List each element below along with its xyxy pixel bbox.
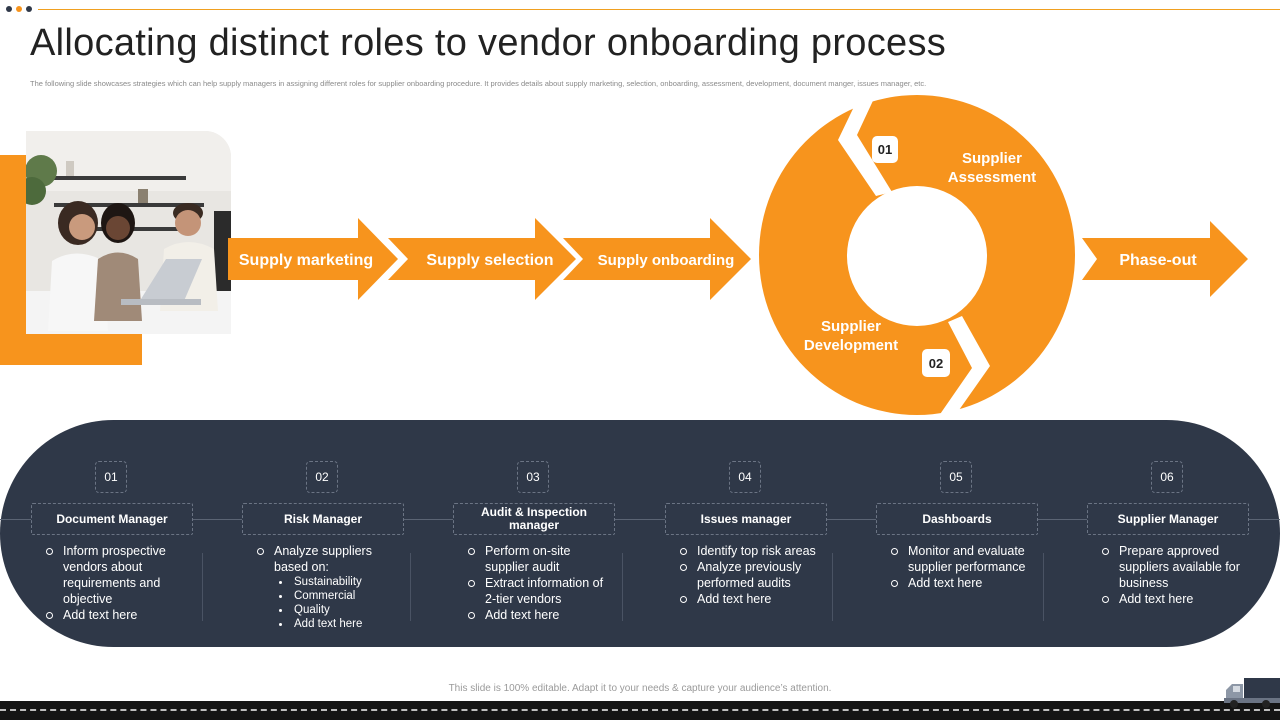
list-item: Add text here: [45, 607, 193, 623]
cycle-label: Supplier: [821, 318, 881, 335]
role-number: 06: [1151, 461, 1183, 493]
roles-panel: [0, 420, 1280, 647]
sub-list-item: Quality: [276, 603, 404, 617]
role-title: Risk Manager: [242, 503, 404, 535]
onboarding-flow: Supply marketing Supply selection Supply…: [228, 90, 1248, 420]
page-title: Allocating distinct roles to vendor onbo…: [30, 22, 947, 64]
role-number: 05: [940, 461, 972, 493]
header-dot: [26, 6, 32, 12]
role-items: Inform prospective vendors about require…: [45, 543, 193, 623]
flow-arrow-phase-out: [1082, 221, 1248, 297]
column-divider: [202, 553, 203, 621]
sub-list-item: Sustainability: [276, 575, 404, 589]
role-items: Analyze suppliers based on: Sustainabili…: [256, 543, 404, 631]
roles-connector: [0, 519, 1280, 520]
footer-note: This slide is 100% editable. Adapt it to…: [448, 683, 832, 694]
column-divider: [410, 553, 411, 621]
list-item: Add text here: [467, 607, 615, 623]
role-number: 02: [306, 461, 338, 493]
column-divider: [832, 553, 833, 621]
header-dot: [6, 6, 12, 12]
accent-bar: [0, 155, 26, 365]
sub-list-item: Commercial: [276, 589, 404, 603]
team-meeting-photo: [26, 131, 231, 334]
step-label: Phase-out: [1119, 252, 1197, 269]
list-item: Perform on-site supplier audit: [467, 543, 615, 575]
cycle-ring: [759, 95, 1075, 415]
cycle-number-box: [872, 136, 898, 163]
role-items: Monitor and evaluate supplier performanc…: [890, 543, 1038, 591]
cycle-number: 02: [929, 356, 943, 371]
list-item: Extract information of 2-tier vendors: [467, 575, 615, 607]
accent-bar: [0, 334, 142, 365]
role-title: Issues manager: [665, 503, 827, 535]
step-label: Supply marketing: [239, 252, 373, 269]
list-item: Monitor and evaluate supplier performanc…: [890, 543, 1038, 575]
role-number: 03: [517, 461, 549, 493]
flow-arrow-supply-selection: [388, 218, 576, 300]
role-items: Prepare approved suppliers available for…: [1101, 543, 1249, 607]
header-dots: [6, 6, 32, 12]
list-item-text: Analyze suppliers based on:: [274, 544, 372, 574]
road-dash-line: [0, 709, 1280, 711]
flow-arrow-supply-marketing: [228, 218, 398, 300]
cycle-label: Development: [804, 337, 898, 354]
sub-list-item: Add text here: [276, 617, 404, 631]
role-items: Identify top risk areas Analyze previous…: [679, 543, 827, 607]
header-dot: [16, 6, 22, 12]
list-item: Identify top risk areas: [679, 543, 827, 559]
column-divider: [622, 553, 623, 621]
column-divider: [1043, 553, 1044, 621]
role-title: Document Manager: [31, 503, 193, 535]
sub-list: Sustainability Commercial Quality Add te…: [274, 575, 404, 631]
list-item: Add text here: [890, 575, 1038, 591]
header-rule: [38, 9, 1280, 10]
role-title: Dashboards: [876, 503, 1038, 535]
role-title: Supplier Manager: [1087, 503, 1249, 535]
role-number: 04: [729, 461, 761, 493]
cycle-number: 01: [878, 142, 892, 157]
page-subtitle: The following slide showcases strategies…: [30, 79, 927, 88]
list-item: Prepare approved suppliers available for…: [1101, 543, 1249, 591]
cycle-number-box: [922, 349, 950, 377]
cycle-gap: [838, 90, 892, 196]
list-item: Analyze previously performed audits: [679, 559, 827, 591]
cycle-label: Assessment: [948, 169, 1036, 186]
list-item: Add text here: [679, 591, 827, 607]
role-title: Audit & Inspection manager: [453, 503, 615, 535]
role-number: 01: [95, 461, 127, 493]
list-item: Inform prospective vendors about require…: [45, 543, 193, 607]
step-label: Supply onboarding: [598, 252, 735, 269]
cycle-label: Supplier: [962, 150, 1022, 167]
cycle-gap: [936, 316, 990, 420]
list-item: Add text here: [1101, 591, 1249, 607]
delivery-truck-icon: [1224, 678, 1280, 708]
flow-arrow-supply-onboarding: [563, 218, 751, 300]
step-label: Supply selection: [426, 252, 553, 269]
role-items: Perform on-site supplier audit Extract i…: [467, 543, 615, 623]
list-item: Analyze suppliers based on: Sustainabili…: [256, 543, 404, 631]
